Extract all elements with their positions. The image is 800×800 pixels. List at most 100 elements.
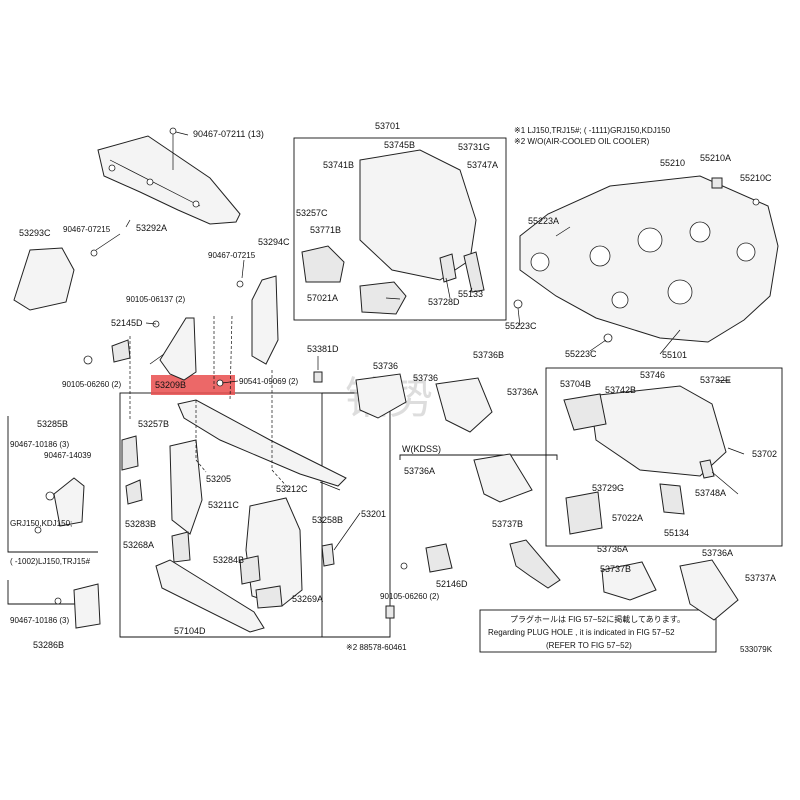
label-90541-09069: 90541-09069 (2) bbox=[239, 377, 298, 386]
part-57022A-bracket bbox=[565, 491, 603, 535]
label-53736B: 53736B bbox=[473, 350, 504, 360]
part-55210A-cap bbox=[711, 177, 723, 189]
label-53737B-kdss: 53737B bbox=[492, 519, 523, 529]
clip-icon-90467-14039 bbox=[45, 491, 55, 501]
plug-note-en: Regarding PLUG HOLE , it is indicated in… bbox=[488, 628, 675, 637]
label-88578-60461: ※2 88578-60461 bbox=[346, 643, 407, 652]
label-53292A: 53292A bbox=[136, 223, 167, 233]
clip-icon-90467-07215 bbox=[90, 249, 98, 257]
label-55223C: 55223C bbox=[505, 321, 537, 331]
part-57021A-bracket bbox=[359, 281, 407, 315]
label-53736A-1: 53736A bbox=[507, 387, 538, 397]
label-53209B: 53209B bbox=[155, 380, 186, 390]
label-55134: 55134 bbox=[664, 528, 689, 538]
figure-code: 533079K bbox=[740, 645, 773, 654]
left-bracket-53286B bbox=[7, 580, 98, 605]
part-53292A-cowl-panel bbox=[97, 135, 241, 225]
label-90467-07211: 90467-07211 (13) bbox=[193, 129, 264, 139]
label-90105-06137: 90105-06137 (2) bbox=[126, 295, 185, 304]
label-57022A: 57022A bbox=[612, 513, 643, 523]
label-53257C: 53257C bbox=[296, 208, 328, 218]
note-2: ※2 W/O(AIR-COOLED OIL COOLER) bbox=[514, 137, 650, 146]
label-53701: 53701 bbox=[375, 121, 400, 131]
clip-icon-55210C bbox=[752, 198, 760, 206]
label-53257B: 53257B bbox=[138, 419, 169, 429]
label-90467-14039: 90467-14039 bbox=[44, 451, 92, 460]
plug-note-refer: (REFER TO FIG 57−52) bbox=[546, 641, 632, 650]
label-53732E: 53732E bbox=[700, 375, 731, 385]
label-53381D: 53381D bbox=[307, 344, 339, 354]
part-55133-brace bbox=[463, 251, 485, 293]
label-53201: 53201 bbox=[361, 509, 386, 519]
label-53771B: 53771B bbox=[310, 225, 341, 235]
part-53737B-shield bbox=[601, 561, 657, 601]
label-53745B: 53745B bbox=[384, 140, 415, 150]
part-52146D-bracket bbox=[425, 543, 453, 573]
label-90105-06260-a: 90105-06260 (2) bbox=[62, 380, 121, 389]
part-57104D-lower-member bbox=[155, 559, 265, 633]
kdss-bracket bbox=[399, 454, 558, 460]
label-53728D: 53728D bbox=[428, 297, 460, 307]
label-53212C: 53212C bbox=[276, 484, 308, 494]
part-53748A-bracket bbox=[699, 459, 715, 479]
label-55223C-2: 55223C bbox=[565, 349, 597, 359]
label-53268A: 53268A bbox=[123, 540, 154, 550]
label-53748A: 53748A bbox=[695, 488, 726, 498]
part-53728D-bracket bbox=[439, 253, 457, 283]
part-53205-upper-support bbox=[177, 399, 347, 487]
label-55210A: 55210A bbox=[700, 153, 731, 163]
plug-icon-55223C bbox=[513, 299, 523, 309]
part-53269A-bracket bbox=[255, 585, 283, 609]
bolt-icon-90105-06260 bbox=[83, 355, 93, 365]
label-53258B: 53258B bbox=[312, 515, 343, 525]
part-88578-plug bbox=[385, 605, 395, 619]
label-53747A: 53747A bbox=[467, 160, 498, 170]
label-53283B: 53283B bbox=[125, 519, 156, 529]
part-53736B-shield bbox=[435, 377, 493, 433]
frame-53701 bbox=[293, 137, 507, 321]
part-53284B-bracket bbox=[239, 555, 261, 585]
label-53286B: 53286B bbox=[33, 640, 64, 650]
label-90467-07215-b: 90467-07215 bbox=[208, 251, 256, 260]
part-53381D-stopper bbox=[313, 371, 323, 383]
label-53205: 53205 bbox=[206, 474, 231, 484]
frame-53702 bbox=[545, 367, 783, 547]
label-53742B: 53742B bbox=[605, 385, 636, 395]
part-53737A-shield bbox=[679, 559, 739, 621]
part-53209B-support bbox=[159, 317, 197, 381]
label-53731G: 53731G bbox=[458, 142, 490, 152]
label-53736A-4: 53736A bbox=[702, 548, 733, 558]
part-53771B-bracket bbox=[301, 245, 345, 283]
label-90467-07215-a: 90467-07215 bbox=[63, 225, 111, 234]
label-grj150-kdj150: GRJ150,KDJ150; bbox=[10, 519, 72, 528]
part-53211C-side bbox=[169, 439, 203, 535]
bolt-icon-90105-06260b bbox=[400, 562, 408, 570]
label-53736-a: 53736 bbox=[373, 361, 398, 371]
part-53704B-bracket bbox=[563, 393, 607, 431]
label-90467-10186-b: 90467-10186 (3) bbox=[10, 616, 69, 625]
label-55210C: 55210C bbox=[740, 173, 772, 183]
label-55133: 55133 bbox=[458, 289, 483, 299]
label-53293C: 53293C bbox=[19, 228, 51, 238]
part-53285B-cover bbox=[53, 477, 85, 527]
plug-hole-note-box bbox=[479, 609, 717, 653]
part-53283B-bracket bbox=[125, 479, 143, 505]
label-53284B: 53284B bbox=[213, 555, 244, 565]
part-53286B-cover bbox=[73, 583, 101, 629]
label-53736-b: 53736 bbox=[413, 373, 438, 383]
label-lj150-trj15: ( -1002)LJ150,TRJ15# bbox=[10, 557, 91, 566]
label-53285B: 53285B bbox=[37, 419, 68, 429]
part-53293C-shield bbox=[13, 247, 75, 311]
clip-icon-90467-07211 bbox=[169, 127, 177, 135]
label-55210: 55210 bbox=[660, 158, 685, 168]
frame-53201-right bbox=[120, 392, 391, 638]
label-53269A: 53269A bbox=[292, 594, 323, 604]
label-53741B: 53741B bbox=[323, 160, 354, 170]
leader-lines bbox=[95, 131, 745, 551]
part-53268A-bracket bbox=[171, 531, 191, 563]
clip-icon-90467-10186 bbox=[34, 526, 42, 534]
label-53702: 53702 bbox=[752, 449, 777, 459]
label-53211C: 53211C bbox=[208, 500, 239, 510]
part-53737B-kdss-shield bbox=[473, 453, 533, 503]
